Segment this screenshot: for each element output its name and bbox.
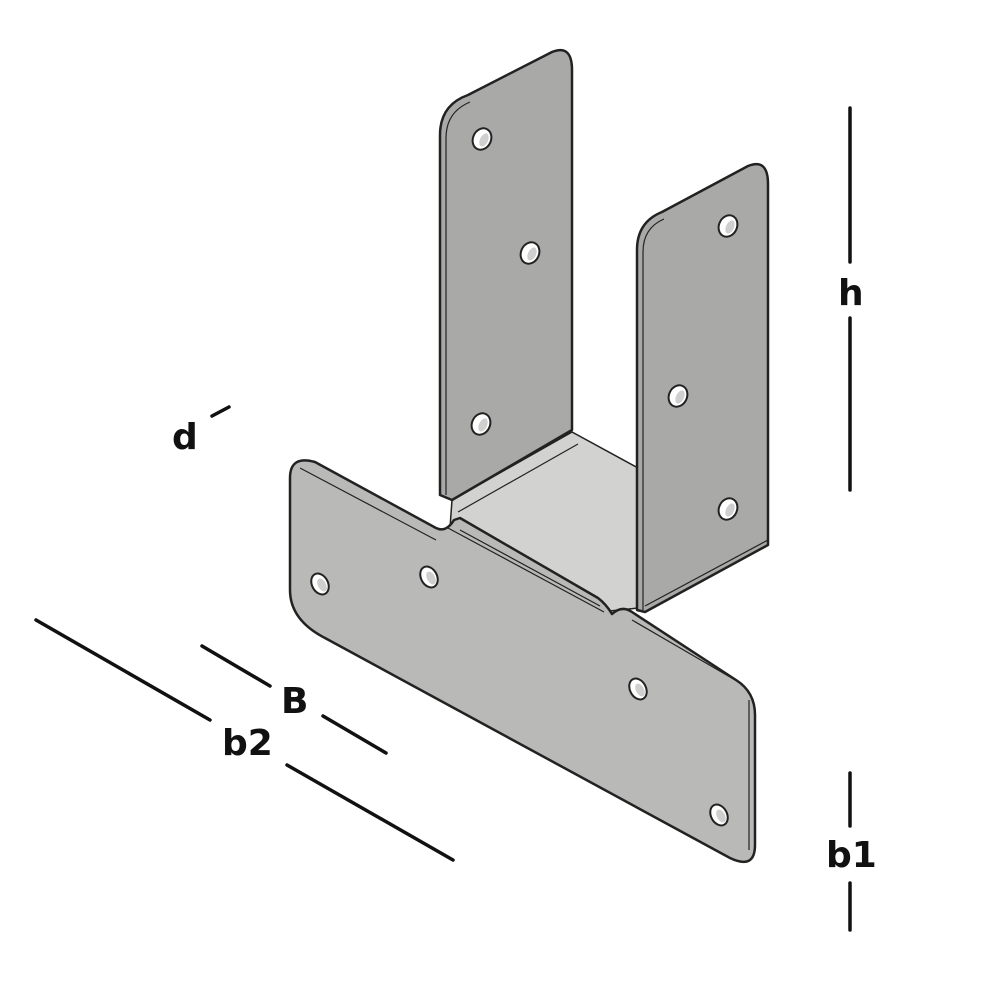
left-flange bbox=[438, 48, 579, 513]
dimension-label-b2: b2 bbox=[222, 723, 273, 764]
right-flange bbox=[635, 162, 770, 614]
B-dimension-line-right bbox=[321, 714, 388, 755]
B-dimension-line-left bbox=[200, 644, 272, 688]
d-dimension-tick bbox=[210, 405, 231, 418]
dimension-lines bbox=[34, 106, 852, 932]
dimension-label-B: B bbox=[281, 681, 309, 722]
dimension-label-h: h bbox=[838, 273, 864, 314]
dimension-label-b1: b1 bbox=[826, 835, 877, 876]
b2-dimension-line-right bbox=[285, 763, 455, 862]
dimension-label-d: d bbox=[172, 417, 198, 458]
base-plate bbox=[288, 459, 757, 864]
b2-dimension-line-left bbox=[34, 618, 212, 722]
